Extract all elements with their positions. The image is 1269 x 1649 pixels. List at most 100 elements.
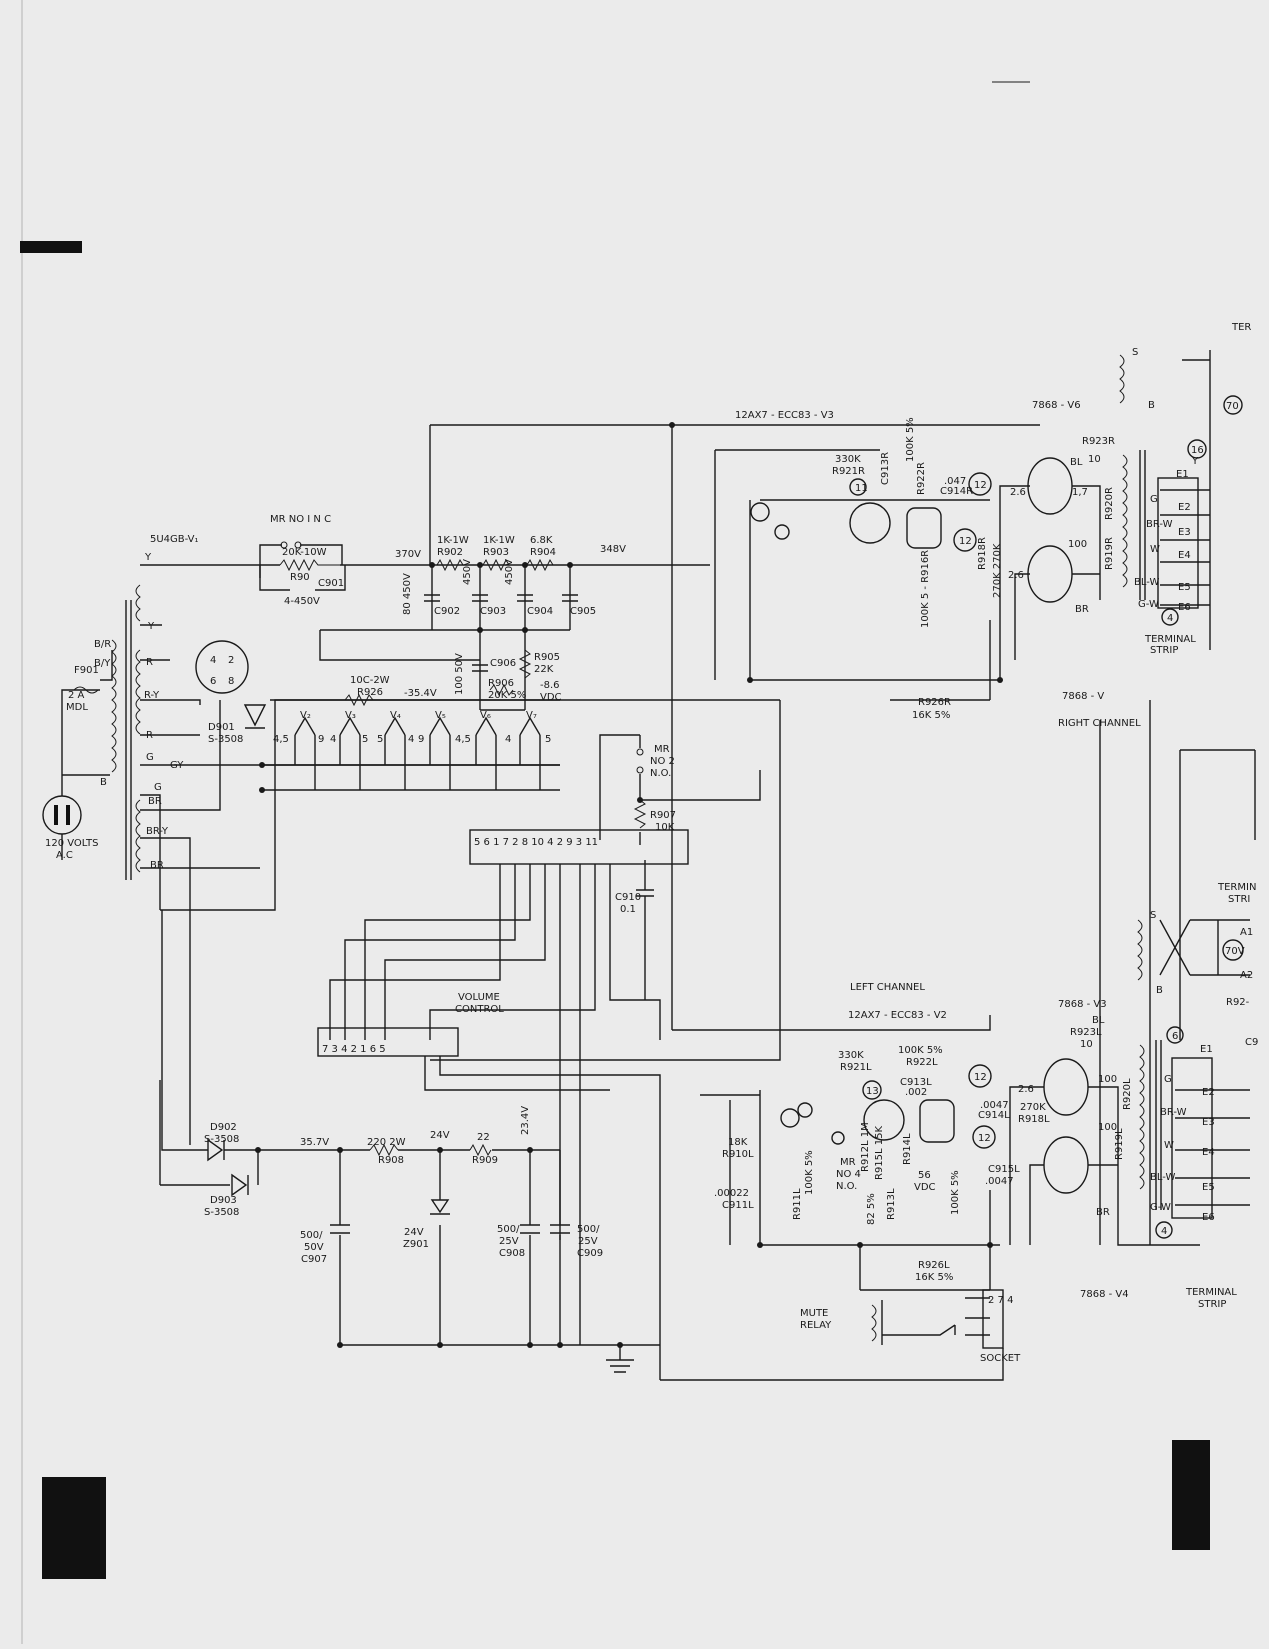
r916l-value: 56 xyxy=(918,1170,931,1181)
wire-br-r: B/R xyxy=(94,639,111,650)
right-bl: BL xyxy=(1070,457,1083,468)
node-70v-mid xyxy=(1222,939,1244,961)
r912l-label: R912L 1M xyxy=(860,1122,871,1172)
bias-voltage: -8.6 xyxy=(540,680,560,691)
r926l-id: R926L xyxy=(918,1260,950,1271)
scan-mark-top-left xyxy=(20,241,82,253)
r902-id: R902 xyxy=(437,547,463,558)
left-preamp-tube-a xyxy=(863,1099,905,1141)
right-tap-e5: E5 xyxy=(1178,582,1191,593)
heater-pins-45: 4,5 xyxy=(273,734,289,745)
mr-no4-number: NO 4 xyxy=(836,1169,861,1180)
r926r-wire xyxy=(890,620,991,701)
mr-no2-label: MR xyxy=(654,744,670,755)
r902-value: 1K-1W xyxy=(437,535,469,546)
r901-label: 20K-10W xyxy=(282,547,327,558)
line-voltage-label: 120 VOLTS xyxy=(45,838,98,849)
mid-tap-s: S xyxy=(1150,910,1156,921)
right-node-12b xyxy=(953,528,977,552)
c906-plates xyxy=(472,664,488,672)
left-input-jack xyxy=(831,1131,845,1145)
c903-id: C903 xyxy=(480,606,506,617)
right-tap-panel xyxy=(1157,477,1199,609)
mr-no1-contact-a xyxy=(280,541,288,549)
right-node-12a-label: 12 xyxy=(974,480,987,491)
r926r-id: R926R xyxy=(918,697,951,708)
left-node-c xyxy=(797,1102,813,1118)
r908-value: 220 2W xyxy=(367,1137,406,1148)
d901-id: D901 xyxy=(208,722,235,733)
junction-dots xyxy=(255,422,1003,1348)
selector-switch xyxy=(469,829,689,865)
c907-c909-plates xyxy=(330,1224,570,1234)
mr-no2-wires xyxy=(599,734,761,845)
left-output-tube-a xyxy=(1043,1058,1089,1116)
left-output-wires xyxy=(1009,1086,1200,1246)
r921l-id: R921L xyxy=(840,1062,872,1073)
bias-vdc: VDC xyxy=(540,692,562,703)
r921r-id: R921R xyxy=(832,466,865,477)
fuse-symbol xyxy=(73,686,99,694)
heater-v6: V₆ xyxy=(480,710,491,721)
left-tap-e6: E6 xyxy=(1202,1212,1215,1223)
c901-value: 4-450V xyxy=(284,596,320,607)
mute-label: MUTE xyxy=(800,1308,828,1319)
r922l-value: 100K 5% xyxy=(898,1045,943,1056)
mr-no2-number: NO 2 xyxy=(650,756,675,767)
top-70v-transformer xyxy=(1119,354,1125,404)
mid-r92x: R92- xyxy=(1226,997,1250,1008)
r922r-id: R922R xyxy=(916,462,927,495)
heater-v3: V₃ xyxy=(345,710,356,721)
mute-socket xyxy=(982,1289,1004,1349)
heater-pin-9a: 9 xyxy=(318,734,324,745)
left-v100b: 100 xyxy=(1098,1122,1117,1133)
left-bl: BL xyxy=(1092,1015,1105,1026)
mr-no1-label: MR NO I N C xyxy=(270,514,331,525)
r911l-value: 100K 5% xyxy=(804,1150,815,1195)
rectifier-tube-label: 5U4GB-V₁ xyxy=(150,534,199,545)
mid-70v-transformer xyxy=(1137,919,1143,981)
right-r923r-value: 10 xyxy=(1088,454,1101,465)
r919r-id: R919R xyxy=(1104,537,1115,570)
c904-id: C904 xyxy=(527,606,553,617)
c902-id: C902 xyxy=(434,606,460,617)
wire-bry: BR-Y xyxy=(146,826,169,837)
r918r-value: 270K 270K xyxy=(992,543,1003,598)
heater-pins-45b: 4,5 xyxy=(455,734,471,745)
right-node-16-tap: Y xyxy=(1191,456,1199,467)
c906-value: 100 50V xyxy=(454,653,465,695)
r926-id: R926 xyxy=(357,687,383,698)
mr-no2-contact-b xyxy=(636,766,644,774)
r905-r906-symbols xyxy=(489,649,532,697)
mr-no2-type: N.O. xyxy=(650,768,671,779)
c913l-id: C913L xyxy=(900,1077,932,1088)
hv-secondary xyxy=(140,564,261,626)
left-node-12b-label: 12 xyxy=(978,1133,991,1144)
r926-value: 10C-2W xyxy=(350,675,390,686)
right-node-marker xyxy=(750,502,770,522)
right-tap-e1: E1 xyxy=(1176,469,1189,480)
r920l-id: R920L xyxy=(1122,1078,1133,1110)
wire-br-y: B/Y xyxy=(94,658,111,669)
c901-label: C901 xyxy=(318,578,344,589)
c914l-value: .0047 xyxy=(980,1100,1009,1111)
z901-value: 24V xyxy=(404,1227,424,1238)
right-node-16-label: 16 xyxy=(1191,445,1204,456)
ground-symbol xyxy=(606,1345,634,1373)
r905-value: 22K xyxy=(534,664,554,675)
right-tap-e4: E4 xyxy=(1178,550,1191,561)
d901-type: S-3508 xyxy=(208,734,243,745)
right-side-wires xyxy=(1099,700,1256,1245)
heater-pin-5b: 5 xyxy=(377,734,383,745)
c911l-value: .00022 xyxy=(714,1188,749,1199)
v234-label: 23.4V xyxy=(520,1106,531,1135)
d903-symbol xyxy=(159,1080,249,1197)
c908-voltage: 25V xyxy=(499,1236,519,1247)
r926l-value: 16K 5% xyxy=(915,1272,953,1283)
wire-b: B xyxy=(100,777,107,788)
volume-control-pins: 7 3 4 2 1 6 5 xyxy=(322,1044,386,1055)
left-node-13-label: 13 xyxy=(866,1086,879,1097)
r918l-value: 270K xyxy=(1020,1102,1046,1113)
wire-br-1: BR xyxy=(148,796,162,807)
mid-terminal-label: TERMIN xyxy=(1217,882,1256,893)
